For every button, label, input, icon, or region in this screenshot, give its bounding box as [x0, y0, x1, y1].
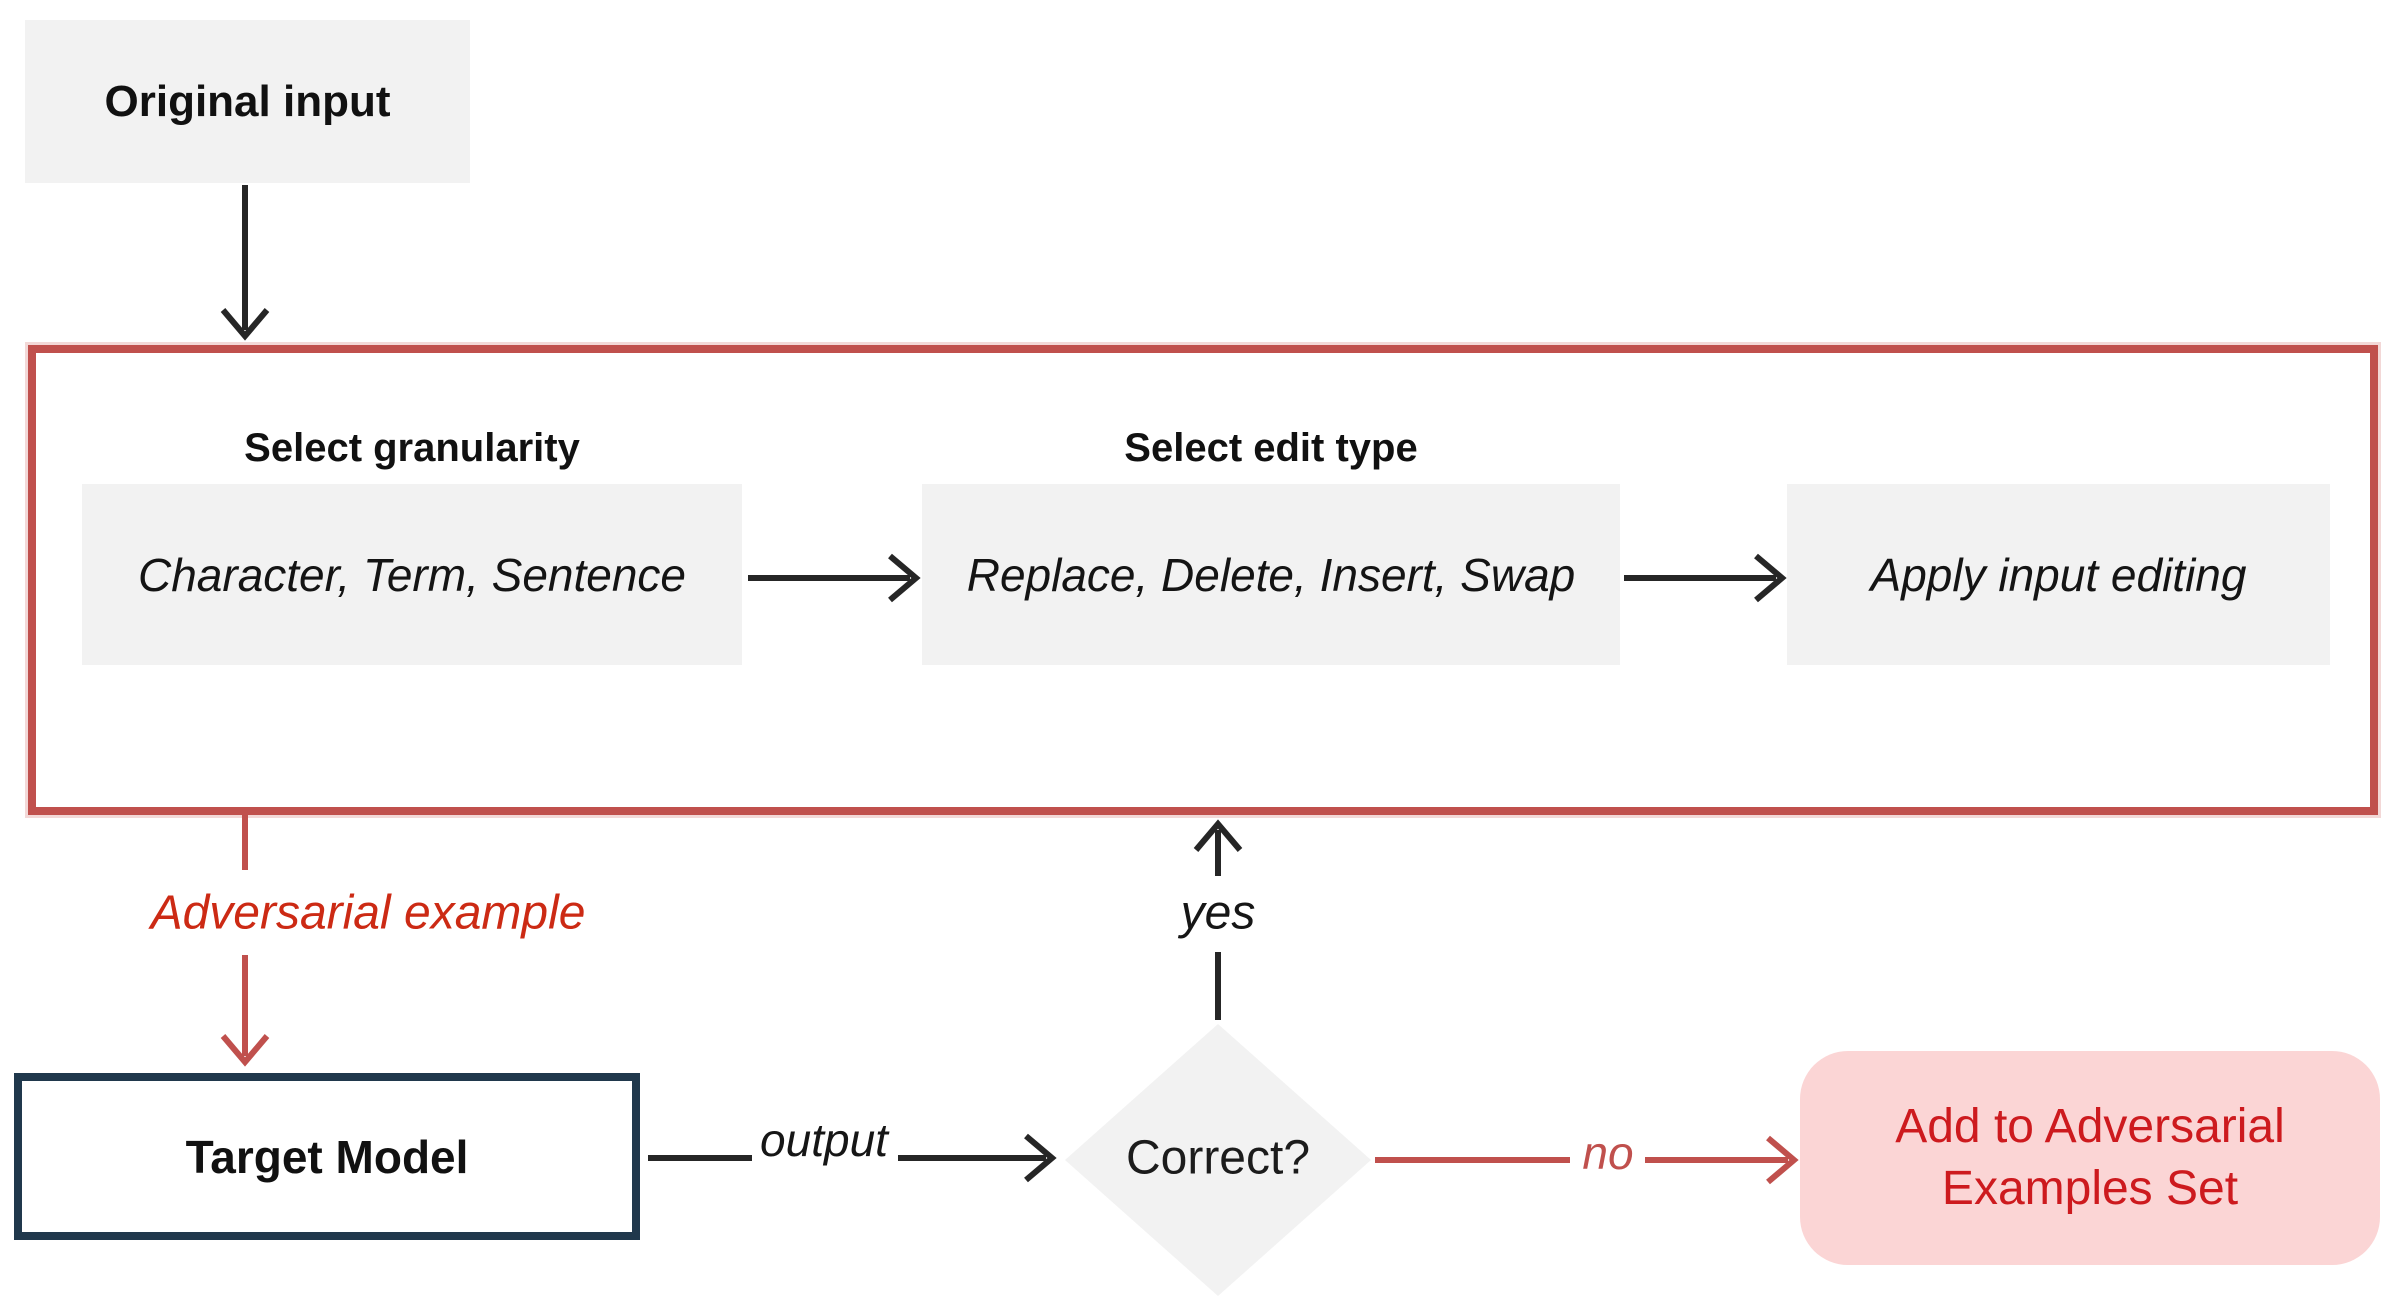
- adversarial-set-label-line1: Add to Adversarial: [1895, 1100, 2285, 1153]
- target-model-label: Target Model: [185, 1130, 469, 1183]
- original-input-label: Original input: [104, 76, 391, 126]
- decision-diamond: [1065, 1024, 1371, 1296]
- edge-label-adversarial-example: Adversarial example: [150, 886, 586, 940]
- apply-input-editing-box: Apply input editing: [1787, 484, 2330, 665]
- edge-label-output: output: [760, 1114, 888, 1166]
- select-edit-type-title: Select edit type: [1124, 426, 1418, 470]
- adversarial-set-box: Add to Adversarial Examples Set: [1800, 1051, 2380, 1265]
- arrow-original-to-pipeline: [220, 185, 270, 341]
- apply-input-editing-label: Apply input editing: [1870, 548, 2247, 601]
- target-model-box: Target Model: [14, 1073, 640, 1240]
- decision-label: Correct?: [1125, 1131, 1311, 1185]
- edit-type-box: Replace, Delete, Insert, Swap: [922, 484, 1620, 665]
- original-input-box: Original input: [25, 20, 470, 183]
- granularity-options-label: Character, Term, Sentence: [137, 548, 687, 601]
- edit-type-options-label: Replace, Delete, Insert, Swap: [966, 548, 1576, 601]
- edge-label-no: no: [1582, 1127, 1634, 1179]
- select-granularity-title: Select granularity: [244, 426, 580, 470]
- edge-label-yes: yes: [1180, 886, 1256, 940]
- adversarial-set-label-line2: Examples Set: [1941, 1162, 2239, 1215]
- granularity-box: Character, Term, Sentence: [82, 484, 742, 665]
